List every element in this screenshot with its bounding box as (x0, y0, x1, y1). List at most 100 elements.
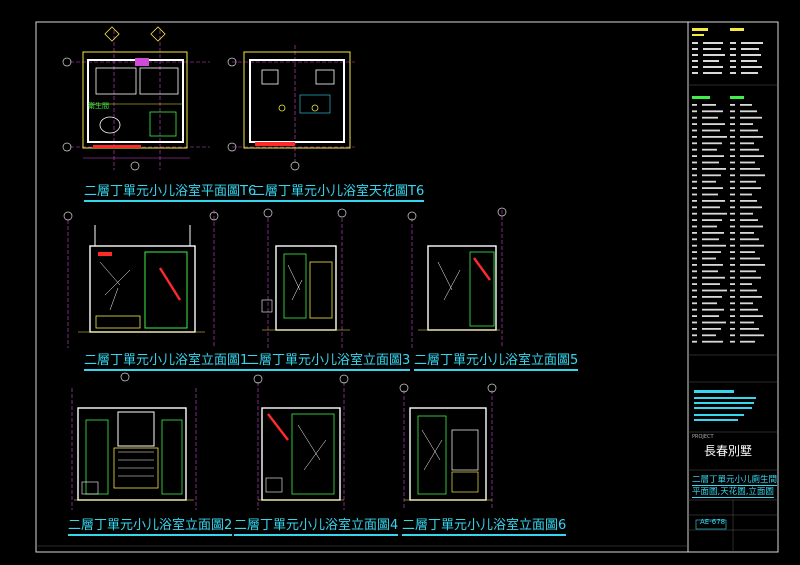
elevation-6-caption: 二層丁單元小儿浴室立面圖6 (402, 518, 567, 536)
legend-row-mark (692, 219, 697, 221)
legend-row-mark (730, 104, 735, 106)
legend-row-mark (740, 340, 755, 343)
elevation-6-drawing (399, 383, 497, 510)
legend-row-mark (730, 200, 735, 202)
legend-row-mark (692, 232, 697, 234)
legend-row-mark (730, 168, 735, 170)
legend-row-mark (740, 187, 761, 189)
legend-row-mark (730, 264, 735, 266)
legend-row-mark (692, 136, 697, 138)
legend-row-mark (740, 334, 764, 337)
legend-row-mark (740, 110, 757, 113)
legend-row-mark (740, 174, 765, 177)
legend-row-mark (692, 123, 697, 125)
elevation-4-drawing (253, 374, 349, 510)
legend-row-mark (730, 193, 735, 196)
legend-row-mark (702, 302, 717, 305)
sheet-border (35, 21, 779, 553)
legend-row-mark (730, 283, 735, 285)
legend-row-mark (692, 238, 697, 241)
legend-row-mark (702, 308, 724, 311)
legend-row-mark (730, 270, 735, 273)
legend-row-mark (730, 110, 735, 113)
elevation-3-caption: 二層丁單元小儿浴室立面圖3 (246, 353, 411, 371)
legend-row-mark (692, 321, 697, 324)
legend-row-mark (692, 270, 697, 273)
legend-row-mark (730, 129, 735, 132)
legend-row-mark (730, 238, 735, 241)
legend-row-mark (692, 104, 697, 106)
legend-row-mark (730, 123, 735, 125)
legend-row-mark (740, 136, 763, 138)
elevation-5-drawing (407, 207, 507, 348)
legend-row-mark (730, 276, 735, 279)
floor-plan-drawing (62, 26, 210, 171)
elevation-4-caption: 二層丁單元小儿浴室立面圖4 (234, 518, 399, 536)
legend-row-mark (702, 155, 724, 157)
legend-row-mark (702, 104, 716, 106)
legend-row-mark (740, 251, 755, 253)
legend-row-mark (702, 264, 723, 266)
elevation-1-caption: 二層丁單元小儿浴室立面圖1 (84, 353, 249, 371)
elevation-2-caption: 二層丁單元小儿浴室立面圖2 (68, 518, 233, 536)
legend-row-mark (740, 104, 752, 106)
legend-row-mark (692, 289, 697, 292)
legend-row-mark (740, 212, 753, 215)
legend-row-mark (740, 123, 753, 125)
legend-row-mark (702, 174, 721, 177)
elevation-1-drawing (63, 210, 219, 348)
legend-row-mark (692, 116, 697, 119)
legend-row-mark (702, 232, 724, 234)
legend-row-mark (702, 219, 722, 221)
legend-row-mark (730, 251, 735, 253)
legend-row-mark (692, 251, 697, 253)
legend-row-mark (730, 340, 735, 343)
legend-row-mark (730, 257, 735, 260)
legend-row-mark (730, 334, 735, 337)
legend-row-mark (740, 302, 753, 305)
legend-row-mark (702, 142, 722, 145)
legend-row-mark (702, 321, 726, 324)
legend-row-mark (702, 244, 726, 247)
legend-row-mark (740, 180, 756, 183)
legend-row-mark (692, 340, 697, 343)
legend-row-mark (702, 315, 719, 317)
legend-row-mark (740, 225, 763, 228)
legend-row-mark (730, 161, 735, 164)
drawing-number: AE-678 (700, 518, 726, 526)
legend-row-mark (692, 212, 697, 215)
legend-row-mark (692, 174, 697, 177)
legend-row-mark (692, 161, 697, 164)
legend-row-mark (740, 161, 755, 164)
legend-row-mark (730, 321, 735, 324)
legend-row-mark (730, 232, 735, 234)
legend-row-mark (702, 296, 722, 298)
legend-row-mark (740, 321, 754, 324)
legend-row-mark (702, 225, 717, 228)
legend-row-mark (740, 308, 758, 311)
legend-row-mark (730, 180, 735, 183)
legend-row-mark (692, 200, 697, 202)
legend-row-mark (692, 187, 697, 189)
legend-row-mark (740, 238, 759, 241)
legend-row-mark (692, 129, 697, 132)
legend-row-mark (692, 168, 697, 170)
legend-row-mark (730, 225, 735, 228)
legend-row-mark (740, 244, 764, 247)
legend-row-mark (692, 148, 697, 151)
legend-row-mark (692, 155, 697, 157)
legend-row-mark (692, 257, 697, 260)
legend-row-mark (702, 136, 727, 138)
ceiling-plan-drawing (227, 45, 355, 171)
legend-row-mark (692, 180, 697, 183)
legend-row-mark (730, 219, 735, 221)
legend-row-mark (702, 200, 725, 202)
legend-row-mark (692, 308, 697, 311)
legend-row-mark (702, 168, 726, 170)
legend-row-mark (702, 257, 716, 260)
legend-row-mark (702, 270, 718, 273)
legend-row-mark (692, 264, 697, 266)
legend-row-mark (692, 206, 697, 209)
elevation-2-drawing (71, 372, 197, 510)
